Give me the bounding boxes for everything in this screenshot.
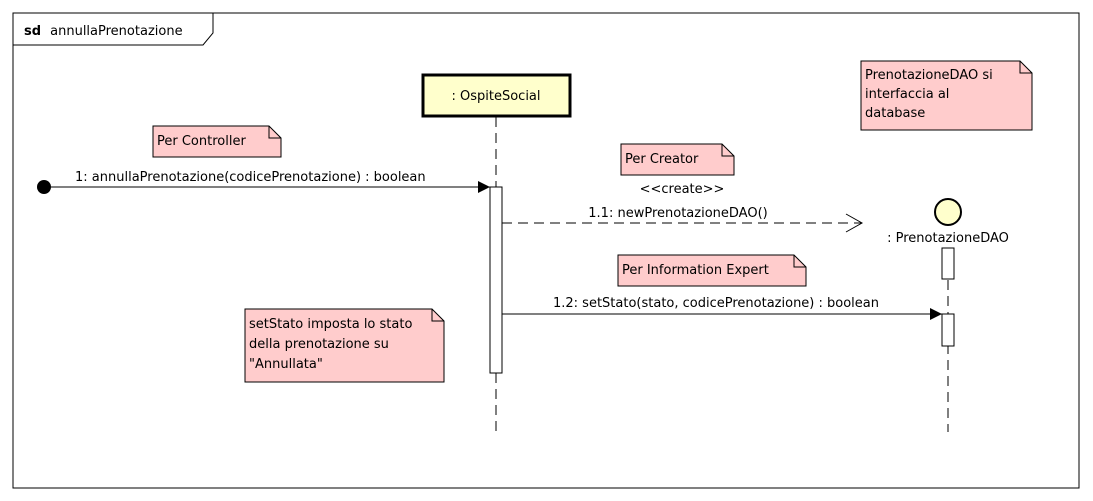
note-per-information-expert[interactable] — [617, 254, 807, 287]
note-prenotazionedao-line-3: database — [865, 106, 925, 121]
activation-bar-prenotazionedao-create — [941, 247, 955, 280]
message-1-2-label-text: 1.2: setStato(stato, codicePrenotazione)… — [553, 296, 879, 311]
note-fold — [268, 126, 281, 139]
note-setstato-line-2: della prenotazione su — [249, 337, 389, 352]
note-fold — [431, 309, 444, 322]
note-fold — [1019, 61, 1032, 74]
note-prenotazionedao-database[interactable] — [860, 60, 1033, 131]
note-prenotazionedao-line-1: PrenotazioneDAO si — [865, 68, 993, 83]
note-setstato-line-3: "Annullata" — [249, 357, 323, 372]
note-per-controller[interactable] — [152, 125, 282, 158]
message-1-1-arrowhead — [845, 213, 864, 233]
note-fold — [793, 255, 806, 268]
note-setstato-line-1: setStato imposta lo stato — [249, 317, 412, 332]
note-per-controller-text: Per Controller — [157, 134, 246, 149]
note-fold — [721, 144, 734, 157]
frame-keyword: sd — [24, 24, 41, 39]
note-per-information-expert-text: Per Information Expert — [622, 263, 769, 278]
note-setstato[interactable] — [244, 308, 445, 383]
frame-label-tab — [12, 12, 214, 46]
lifeline-head-prenotazionedao-label: : PrenotazioneDAO — [887, 231, 1009, 246]
note-per-creator[interactable] — [620, 143, 735, 176]
message-1-1-label: 1.1: newPrenotazioneDAO() — [588, 206, 767, 221]
message-1-1-stereotype: <<create>> — [640, 182, 725, 197]
activation-bar-prenotazionedao-setstato — [941, 313, 955, 347]
lifeline-head-ospitesocial[interactable] — [421, 73, 572, 118]
lifeline-head-ospitesocial-label: : OspiteSocial — [451, 89, 540, 104]
message-1-label: 1: annullaPrenotazione(codicePrenotazion… — [75, 170, 426, 185]
note-per-creator-text: Per Creator — [625, 152, 699, 167]
frame-name: annullaPrenotazione — [50, 24, 182, 39]
note-prenotazionedao-line-2: interfaccia al — [865, 87, 949, 102]
entity-icon[interactable] — [934, 198, 962, 226]
svg-text:sd annullaPrenotazione: sd annullaPrenotazione — [24, 20, 183, 39]
activation-bar-ospitesocial — [489, 186, 503, 374]
